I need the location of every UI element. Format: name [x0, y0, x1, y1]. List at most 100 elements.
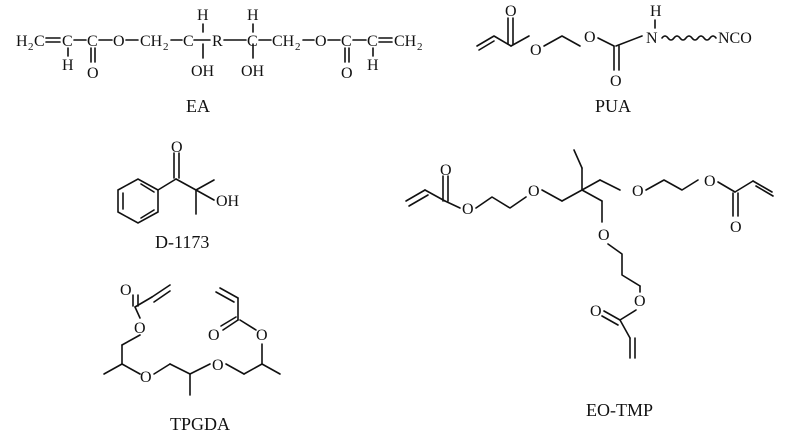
ea-atom-o-ester2: O	[315, 33, 327, 50]
eotmp-atom-o-r-carbonyl: O	[730, 219, 742, 236]
d1173-bond	[157, 178, 177, 191]
d1173-label: D-1173	[155, 232, 209, 252]
d1173-structure: O OH D-1173	[117, 139, 240, 252]
pua-bond	[510, 35, 530, 47]
tpgda-bond	[261, 363, 281, 375]
pua-atom-o-ester1: O	[530, 42, 542, 59]
eotmp-bond	[573, 149, 583, 169]
tpgda-bond	[222, 319, 239, 331]
eotmp-bond	[752, 180, 773, 193]
pua-atom-n: N	[646, 30, 658, 47]
tpgda-bond	[153, 290, 171, 303]
d1173-bond	[195, 189, 215, 201]
d1173-atom-o-ketone: O	[171, 139, 183, 156]
tpgda-bond	[121, 363, 141, 375]
ea-atom-ch2end: CH	[394, 33, 417, 50]
tpgda-bond	[215, 291, 235, 303]
tpgda-atom-o5: O	[256, 327, 268, 344]
tpgda-bond	[225, 363, 245, 375]
ea-atom-h-top2: H	[247, 7, 259, 24]
ea-atom-c-oh1: C	[183, 33, 194, 50]
ea-atom-c2: C	[87, 33, 98, 50]
eotmp-atom-o-l-ester: O	[462, 201, 474, 218]
tpgda-bond	[189, 363, 211, 375]
pua-bond	[478, 40, 495, 51]
ea-atom-h2c-c: C	[34, 33, 45, 50]
eotmp-bond	[581, 179, 601, 191]
eotmp-bond	[619, 319, 631, 339]
pua-atom-o-carbonyl: O	[505, 3, 517, 20]
pua-atom-o-urethane: O	[610, 73, 622, 90]
pua-atom-nco: NCO	[718, 30, 752, 47]
tpgda-bond	[103, 363, 123, 375]
eotmp-bond	[603, 310, 621, 321]
tpgda-bond	[134, 306, 141, 319]
eotmp-bond	[408, 194, 429, 207]
eotmp-bond	[405, 189, 426, 202]
benzene-ring	[117, 178, 159, 224]
eotmp-bond	[607, 243, 641, 287]
eotmp-atom-o-l-carbonyl: O	[440, 162, 452, 179]
ea-structure: H 2 C C H C O O CH 2 H C OH R H C OH CH …	[16, 7, 423, 116]
tpgda-label: TPGDA	[170, 414, 230, 434]
pua-wavy-bond	[661, 35, 717, 41]
tpgda-bond	[151, 284, 171, 298]
tpgda-bond	[121, 334, 141, 346]
ea-atom-ch2b-sub: 2	[295, 41, 301, 53]
tpgda-structure: O O O O O O TPGDA	[103, 282, 281, 434]
ea-atom-h2c-sub: 2	[28, 41, 34, 53]
eotmp-atom-o-b-ester: O	[634, 293, 646, 310]
tpgda-atom-o6: O	[208, 327, 220, 344]
eotmp-bond	[444, 200, 461, 209]
ea-atom-c1: C	[62, 33, 73, 50]
ea-atom-c4: C	[367, 33, 378, 50]
eotmp-bond	[734, 180, 754, 193]
tpgda-bond	[153, 363, 171, 375]
tpgda-bond	[134, 296, 153, 308]
ea-atom-ch2a-sub: 2	[163, 41, 169, 53]
d1173-bond	[140, 183, 155, 193]
tpgda-bond	[220, 316, 237, 327]
eotmp-bond	[424, 189, 446, 202]
pua-label: PUA	[595, 96, 631, 116]
eotmp-bond	[561, 189, 583, 202]
eotmp-bond	[601, 315, 619, 326]
tpgda-bond	[219, 287, 239, 299]
tpgda-bond	[239, 319, 257, 331]
eotmp-bond	[599, 179, 621, 191]
eotmp-structure: O O O O O O O O O EO-TMP	[405, 149, 774, 420]
pua-atom-h: H	[650, 3, 662, 20]
tpgda-bond	[169, 363, 191, 375]
eotmp-bond	[475, 196, 527, 209]
ea-atom-c-oh2: C	[247, 33, 258, 50]
eotmp-bond	[619, 309, 637, 321]
ea-atom-h4: H	[367, 57, 379, 74]
pua-bond	[543, 35, 581, 47]
eotmp-bond	[581, 189, 603, 202]
eotmp-bond	[717, 181, 736, 193]
ea-atom-h2c-h: H	[16, 33, 28, 50]
d1173-bond	[195, 179, 215, 191]
eotmp-atom-o-r-ether: O	[632, 183, 644, 200]
pua-atom-o-ester2: O	[584, 29, 596, 46]
pua-bond	[597, 37, 615, 47]
tpgda-atom-o2: O	[134, 320, 146, 337]
eotmp-bond	[755, 185, 774, 197]
ea-atom-ch2a: CH	[140, 33, 163, 50]
d1173-bond	[175, 178, 197, 191]
pua-structure: O O O O H N NCO PUA	[476, 3, 752, 116]
ea-label: EA	[186, 96, 210, 116]
ea-atom-o-ester1: O	[113, 33, 125, 50]
eotmp-bond	[541, 189, 563, 202]
tpgda-bond	[243, 363, 263, 375]
eotmp-atom-o-b-carbonyl: O	[590, 303, 602, 320]
ea-atom-h1: H	[62, 57, 74, 74]
ea-atom-oh1: OH	[191, 63, 215, 80]
tpgda-atom-o3: O	[140, 369, 152, 386]
ea-atom-o2: O	[87, 65, 99, 82]
d1173-atom-oh: OH	[216, 193, 240, 210]
tpgda-atom-o4: O	[212, 357, 224, 374]
eotmp-atom-o-b-ether: O	[598, 227, 610, 244]
